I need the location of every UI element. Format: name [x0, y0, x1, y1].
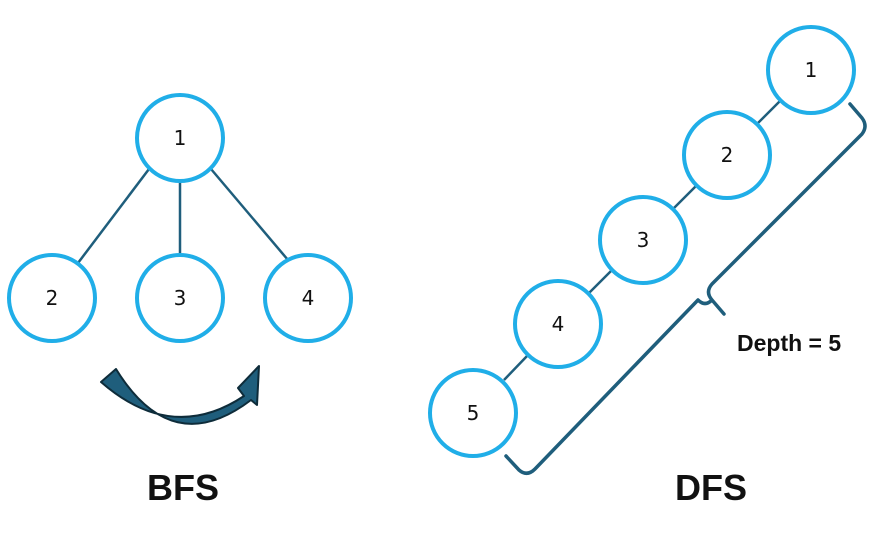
bfs-node-child-3-label: 4 — [302, 286, 315, 310]
dfs-depth-brace — [504, 102, 867, 475]
dfs-node-level-4-label: 4 — [552, 312, 565, 336]
dfs-node-level-5: 5 — [428, 368, 518, 458]
dfs-node-level-3-label: 3 — [637, 228, 650, 252]
bfs-node-child-2-label: 3 — [174, 286, 187, 310]
dfs-edge-3-4 — [588, 269, 613, 294]
dfs-title: DFS — [675, 467, 747, 508]
bfs-node-root: 1 — [135, 93, 225, 183]
bfs-traversal-arrow-icon — [100, 365, 260, 425]
dfs-depth-label: Depth = 5 — [737, 330, 841, 356]
bfs-edge-root-child-3 — [210, 168, 289, 261]
bfs-node-child-1: 2 — [7, 253, 97, 343]
dfs-node-level-2: 2 — [682, 110, 772, 200]
dfs-edge-4-5 — [503, 354, 529, 381]
bfs-node-child-1-label: 2 — [46, 286, 59, 310]
dfs-edge-2-3 — [673, 184, 698, 209]
bfs-edge-root-child-1 — [77, 168, 150, 264]
bfs-node-child-3: 4 — [263, 253, 353, 343]
bfs-title: BFS — [147, 467, 219, 508]
dfs-node-level-2-label: 2 — [721, 143, 734, 167]
dfs-edge-1-2 — [757, 99, 782, 124]
dfs-node-level-4: 4 — [513, 279, 603, 369]
dfs-node-level-1: 1 — [766, 25, 856, 115]
dfs-node-level-1-label: 1 — [805, 58, 818, 82]
bfs-node-root-label: 1 — [174, 126, 187, 150]
bfs-node-child-2: 3 — [135, 253, 225, 343]
dfs-chain: 1 2 3 4 5 Depth = 5 DFS — [428, 25, 867, 508]
bfs-tree: 1 2 3 4 BFS — [7, 93, 353, 508]
dfs-node-level-5-label: 5 — [467, 401, 480, 425]
dfs-node-level-3: 3 — [598, 195, 688, 285]
